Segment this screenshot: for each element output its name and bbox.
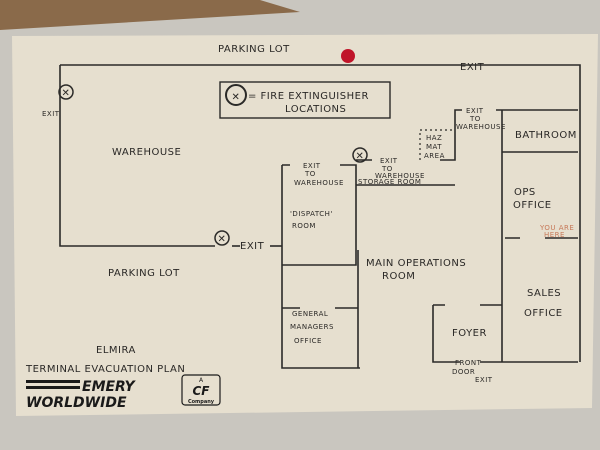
label-foyer: FOYER — [452, 328, 487, 339]
svg-text:Company: Company — [188, 399, 215, 405]
label-general-managers-office: GENERAL MANAGERS OFFICE — [290, 310, 334, 345]
cork-board — [0, 0, 300, 30]
svg-text:EMERY: EMERY — [82, 379, 137, 395]
label-parking-lot-bottom: PARKING LOT — [108, 268, 180, 279]
label-sales-office: SALES OFFICE — [524, 288, 563, 319]
svg-text:CF: CF — [192, 384, 210, 398]
svg-text:GENERAL: GENERAL — [292, 310, 328, 318]
fire-extinguisher-icon: ✕ — [352, 147, 368, 163]
legend-box: ✕ = FIRE EXTINGUISHER LOCATIONS — [219, 81, 391, 119]
svg-text:MAT: MAT — [426, 143, 442, 151]
svg-text:MANAGERS: MANAGERS — [290, 323, 334, 331]
svg-text:OFFICE: OFFICE — [513, 200, 552, 211]
fire-extinguisher-icon: ✕ — [214, 230, 230, 246]
label-exit-to-warehouse-dispatch: EXIT TO WAREHOUSE — [294, 162, 344, 187]
svg-text:WAREHOUSE: WAREHOUSE — [375, 172, 425, 180]
svg-text:FRONT: FRONT — [455, 359, 482, 367]
label-storage-room: STORAGE ROOM — [358, 178, 421, 186]
svg-text:WORLDWIDE: WORLDWIDE — [26, 395, 127, 411]
label-exit-warehouse: EXIT — [240, 241, 265, 252]
label-ops-office: OPS OFFICE — [513, 187, 552, 211]
emery-worldwide-logo: EMERY WORLDWIDE — [26, 379, 137, 411]
svg-text:TO: TO — [304, 170, 316, 178]
label-front-door-exit: FRONT DOOR EXIT — [452, 359, 493, 384]
svg-text:TO: TO — [381, 165, 393, 173]
svg-text:TO: TO — [469, 115, 481, 123]
label-parking-lot-top: PARKING LOT — [218, 44, 290, 55]
legend-text-2: LOCATIONS — [285, 104, 346, 115]
svg-text:ROOM: ROOM — [292, 222, 316, 230]
fire-extinguisher-markers: ✕ ✕ ✕ — [58, 84, 368, 246]
svg-text:HAZ: HAZ — [426, 134, 442, 142]
svg-text:A: A — [199, 377, 204, 384]
fire-extinguisher-icon — [225, 84, 247, 106]
svg-text:OFFICE: OFFICE — [294, 337, 322, 345]
fire-extinguisher-icon: ✕ — [58, 84, 74, 100]
label-exit-to-warehouse-storage: EXIT TO WAREHOUSE — [375, 157, 425, 180]
svg-text:HERE: HERE — [544, 231, 565, 239]
svg-text:EXIT: EXIT — [380, 157, 398, 165]
label-haz-mat: HAZ MAT AREA — [424, 134, 445, 160]
svg-text:OFFICE: OFFICE — [524, 308, 563, 319]
label-dispatch-room: 'DISPATCH' ROOM — [290, 210, 333, 230]
label-warehouse: WAREHOUSE — [112, 147, 181, 158]
svg-text:EXIT: EXIT — [466, 107, 484, 115]
label-exit-top: EXIT — [460, 62, 485, 73]
svg-text:OPS: OPS — [514, 187, 536, 198]
svg-text:EXIT: EXIT — [303, 162, 321, 170]
svg-text:✕: ✕ — [232, 92, 241, 103]
svg-text:WAREHOUSE: WAREHOUSE — [456, 123, 506, 131]
svg-text:AREA: AREA — [424, 152, 445, 160]
svg-text:✕: ✕ — [62, 88, 71, 99]
label-bathroom: BATHROOM — [515, 130, 577, 141]
legend-text: = FIRE EXTINGUISHER — [248, 91, 369, 102]
svg-text:✕: ✕ — [218, 234, 227, 245]
svg-text:WAREHOUSE: WAREHOUSE — [294, 179, 344, 187]
svg-text:EXIT: EXIT — [475, 376, 493, 384]
push-pin — [341, 49, 355, 63]
svg-text:'DISPATCH': 'DISPATCH' — [290, 210, 333, 218]
label-you-are-here: YOU ARE HERE — [539, 224, 574, 239]
cf-company-badge: A CF Company — [181, 374, 221, 406]
svg-text:✕: ✕ — [356, 151, 365, 162]
svg-text:ROOM: ROOM — [382, 271, 415, 282]
svg-text:YOU ARE: YOU ARE — [539, 224, 574, 232]
svg-text:SALES: SALES — [527, 288, 561, 299]
svg-text:DOOR: DOOR — [452, 368, 475, 376]
label-exit-to-warehouse-hall: EXIT TO WAREHOUSE — [456, 107, 506, 131]
label-main-operations: MAIN OPERATIONS ROOM — [366, 258, 466, 282]
title-plan: TERMINAL EVACUATION PLAN — [25, 364, 185, 375]
label-exit-left: EXIT — [42, 110, 60, 118]
svg-text:MAIN OPERATIONS: MAIN OPERATIONS — [366, 258, 466, 269]
title-city: ELMIRA — [96, 345, 136, 356]
